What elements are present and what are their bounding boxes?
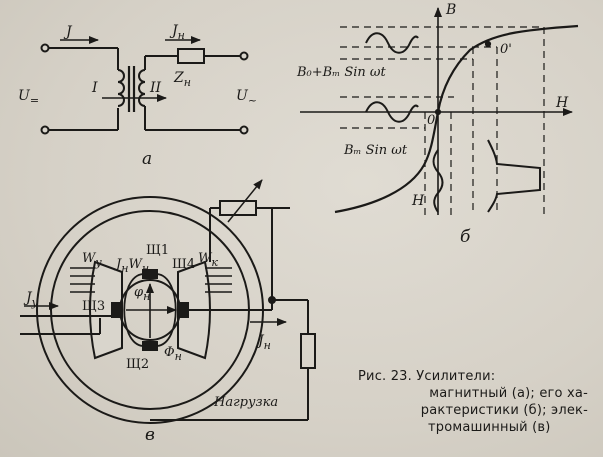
brush-3-label: Щ3 — [82, 299, 105, 314]
brush-short-circuit — [123, 273, 144, 347]
origin-label: 0 — [427, 113, 435, 128]
figure-b-characteristic — [300, 7, 579, 215]
caption-line-1: Рис. 23. Усилители: — [358, 369, 496, 384]
rheostat — [219, 200, 257, 216]
rheostat-arrow — [227, 179, 263, 223]
voltage-dc-label: U= — [18, 88, 39, 107]
brush-2-label: Щ2 — [126, 357, 149, 372]
load-impedance-label: Zн — [173, 70, 191, 89]
primary-winding — [117, 69, 125, 107]
signal-label: Bₘ Sin ωt — [343, 143, 408, 158]
figure-b-labels: B H 0 0' B₀+Bₘ Sin ωt Bₘ Sin ωt H б — [296, 2, 569, 247]
brush-1-label: Щ1 — [146, 243, 169, 258]
figure-b-label: б — [460, 227, 471, 247]
brush-2 — [142, 341, 158, 351]
load-label: Нагрузка — [213, 395, 278, 410]
field-h-label: H — [411, 193, 425, 209]
guide-lines — [340, 26, 545, 215]
load-resistor — [300, 333, 316, 369]
input-circuit — [40, 43, 119, 135]
flux-2-label: Φн — [164, 345, 182, 363]
field-waveform-small — [432, 149, 444, 213]
operating-point-shifted — [484, 40, 492, 48]
load-current-label: Jн — [255, 333, 271, 352]
origin-shifted-label: 0' — [500, 42, 512, 57]
figure-v-amplidyne — [20, 179, 316, 424]
current-load-label: Jн — [169, 23, 185, 42]
signal-wave — [365, 101, 419, 123]
control-winding — [70, 267, 95, 293]
bias-signal-label: B₀+Bₘ Sin ωt — [296, 65, 386, 80]
control-current-label: Jу — [23, 290, 39, 309]
caption-line-4: тромашинный (в) — [428, 420, 551, 435]
caption-line-2: магнитный (а); его ха- — [429, 386, 588, 401]
current-in-label: J — [63, 24, 73, 40]
load-impedance — [177, 48, 205, 64]
output-circuit — [144, 48, 249, 135]
figure-a-magnetic-amplifier — [40, 36, 249, 135]
winding-2-label: II — [149, 80, 162, 96]
flux-1-label: φн — [134, 285, 150, 303]
caption-line-3: рактеристики (б); элек- — [420, 403, 588, 418]
winding-1-label: I — [91, 80, 98, 96]
figure-v-label: в — [145, 425, 155, 445]
field-waveform-peaked — [487, 139, 541, 213]
operating-point-origin — [434, 108, 442, 116]
secondary-winding — [138, 69, 146, 107]
compensation-winding — [205, 267, 232, 293]
brush-4 — [179, 302, 189, 318]
magnetization-curve — [334, 24, 579, 214]
control-winding-label: Wу — [82, 251, 102, 269]
brush-4-label: Щ4 — [172, 257, 195, 272]
h-axis-label: H — [555, 95, 569, 111]
bias-signal-wave — [365, 32, 419, 54]
figure-v-labels: Jу Jн Wу JнWн Wк Щ1 Щ2 Щ3 Щ4 φн Φн Нагру… — [23, 243, 278, 445]
voltage-ac-label: U~ — [236, 88, 257, 107]
b-axis-label: B — [445, 2, 456, 18]
compensation-winding-label: Wк — [198, 251, 218, 269]
load-winding-label: JнWн — [113, 257, 149, 275]
brush-3 — [111, 302, 121, 318]
figure-a-label: а — [142, 149, 152, 169]
figure-a-labels: J Jн Zн U= U~ I II а — [18, 23, 257, 169]
figure-caption: Рис. 23. Усилители: магнитный (а); его х… — [358, 368, 588, 436]
